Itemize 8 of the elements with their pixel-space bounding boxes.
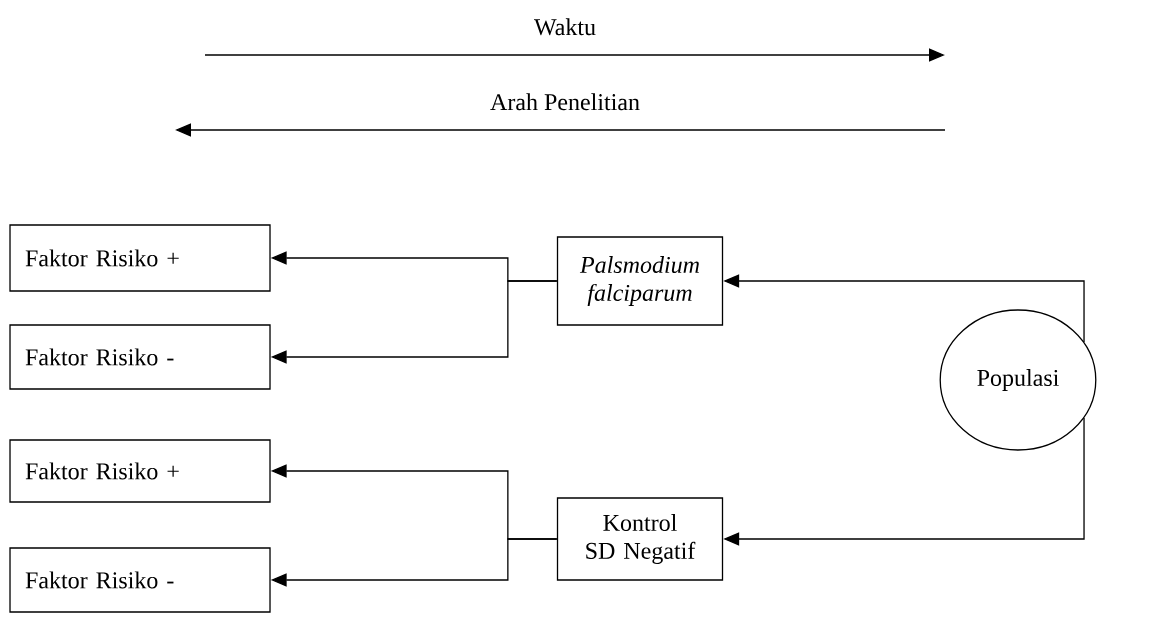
axis-label: Arah Penelitian — [490, 93, 640, 111]
axis-label: Waktu — [534, 18, 596, 36]
factor-box: Faktor Risiko - — [9, 324, 271, 390]
factor-box: Faktor Risiko + — [9, 439, 271, 503]
group-box: Palsmodium falciparum — [556, 236, 724, 326]
group-box: Kontrol SD Negatif — [556, 497, 724, 581]
factor-box: Faktor Risiko + — [9, 224, 271, 292]
factor-box: Faktor Risiko - — [9, 547, 271, 613]
